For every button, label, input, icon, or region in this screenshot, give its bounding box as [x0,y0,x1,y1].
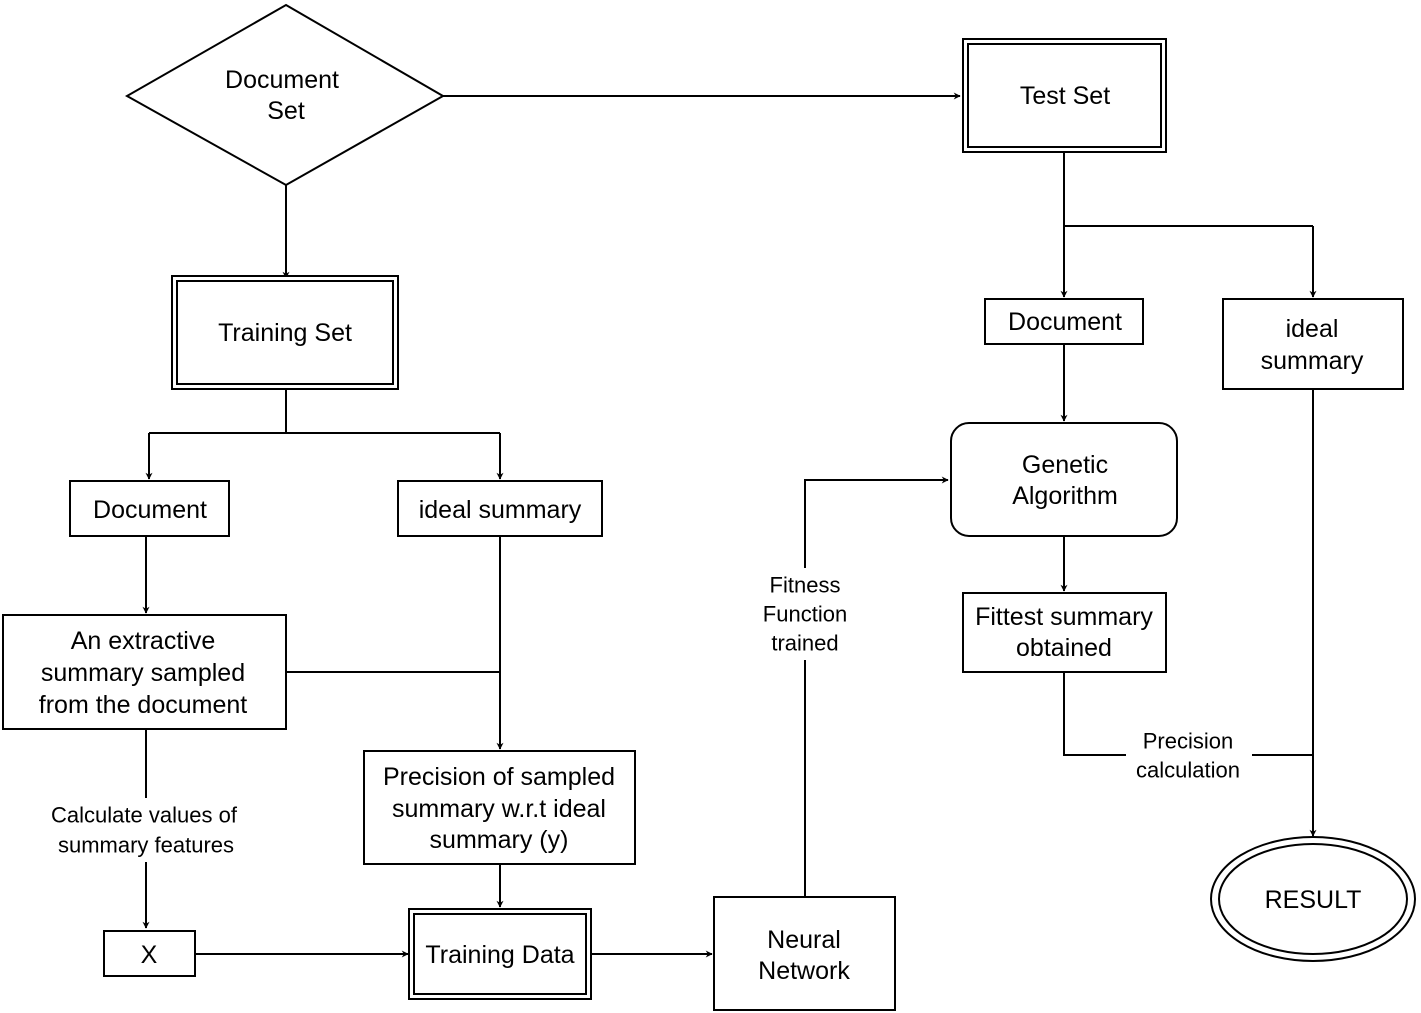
node-training-data-label: Training Data [425,941,574,969]
node-training-set-label: Training Set [218,319,352,347]
node-extractive-summary-line-1: An extractive [71,627,216,655]
node-test-ideal-summary-line-1: ideal [1286,315,1339,343]
node-document-set-line-2: Set [267,97,305,125]
edge-nn-to-ga [804,476,949,897]
edge-label-calculate-values: Calculate values of summary features [30,798,262,862]
node-extractive-summary-line-2: summary sampled [41,659,245,687]
node-training-data: Training Data [408,908,592,1000]
node-precision-sampled-line-2: summary w.r.t ideal [392,795,606,823]
edges [142,92,1317,958]
node-precision-sampled-line-1: Precision of sampled [383,763,615,791]
node-document-set-line-1: Document [225,66,339,94]
node-fittest-summary-line-2: obtained [1016,634,1112,662]
edge-label-fitness-line-2: Function [763,602,847,627]
edge-label-fitness-line-3: trained [771,631,838,656]
node-neural-network-line-1: Neural [767,926,841,954]
node-test-set: Test Set [962,38,1167,153]
node-training-set: Training Set [171,275,399,390]
node-extractive-summary: An extractive summary sampled from the d… [2,614,287,730]
node-train-document: Document [69,480,230,537]
nodes: Document Set Test Set Training Set Docum… [2,3,1416,1011]
node-genetic-algorithm-line-1: Genetic [1022,451,1108,479]
node-train-ideal-summary: ideal summary [397,480,603,537]
node-genetic-algorithm: Genetic Algorithm [950,422,1178,537]
edge-label-precision-line-2: calculation [1136,758,1240,783]
node-test-document: Document [984,298,1144,345]
node-neural-network: Neural Network [713,896,896,1011]
edge-trainingset-trunk [149,389,500,434]
edge-label-fitness-function: Fitness Function trained [752,568,858,660]
node-train-document-label: Document [93,496,207,524]
edge-label-calculate-line-2: summary features [58,833,234,858]
node-fittest-summary: Fittest summary obtained [962,592,1167,673]
node-x-label: X [141,941,158,969]
edge-label-precision-calculation: Precision calculation [1126,726,1252,786]
node-test-document-label: Document [1008,308,1122,336]
node-test-ideal-summary-line-2: summary [1261,347,1364,375]
node-result-label: RESULT [1265,886,1362,914]
edge-label-fitness-line-1: Fitness [770,573,841,598]
node-extractive-summary-line-3: from the document [39,691,247,719]
node-fittest-summary-line-1: Fittest summary [975,603,1153,631]
edge-testset-trunk [1063,152,1313,227]
edge-label-calculate-line-1: Calculate values of [51,803,238,828]
node-train-ideal-summary-label: ideal summary [419,496,582,524]
node-test-set-label: Test Set [1020,82,1110,110]
node-precision-sampled: Precision of sampled summary w.r.t ideal… [363,750,636,865]
node-precision-sampled-line-3: summary (y) [430,826,569,854]
node-x: X [103,930,196,977]
node-result: RESULT [1210,836,1416,962]
node-document-set: Document Set [124,3,446,187]
node-neural-network-line-2: Network [758,957,850,985]
edge-label-precision-line-1: Precision [1143,729,1233,754]
node-genetic-algorithm-line-2: Algorithm [1012,482,1118,510]
node-test-ideal-summary: ideal summary [1222,298,1404,390]
edge-labels: Fitness Function trained Calculate value… [30,568,1252,862]
